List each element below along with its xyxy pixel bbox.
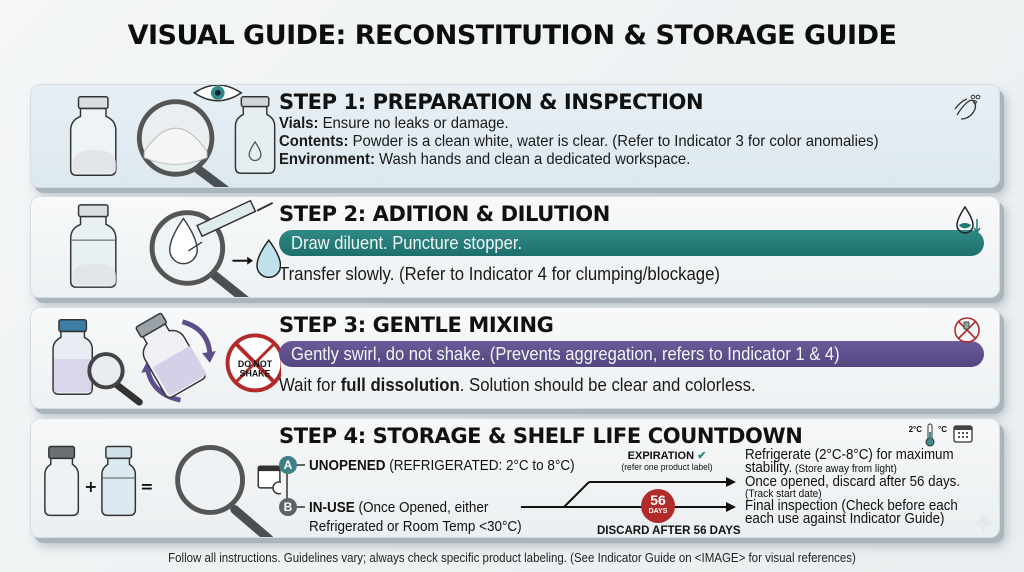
magnifier-icon bbox=[175, 445, 274, 537]
thermometer-icon bbox=[925, 423, 935, 447]
syringe-icon bbox=[188, 199, 274, 252]
days-number: 56 bbox=[650, 492, 666, 508]
branch-a-marker: A bbox=[279, 456, 297, 474]
step-1-contents-line: Contents: Powder is a clean white, water… bbox=[279, 133, 936, 151]
label: UNOPENED bbox=[309, 457, 386, 474]
svg-text:=: = bbox=[140, 477, 153, 496]
step-3-illustration: DO NOT SHAKE bbox=[52, 312, 281, 406]
step-title: STEP 3: GENTLE MIXING bbox=[279, 313, 554, 337]
check-icon: ✔ bbox=[697, 450, 707, 462]
label: Vials: bbox=[279, 115, 319, 132]
temp-high-label: °C bbox=[938, 425, 947, 434]
note-line: each use against Indicator Guide) bbox=[745, 511, 966, 527]
tilted-vial-icon bbox=[135, 312, 207, 399]
expiration-subtext: (refer one product label) bbox=[621, 462, 713, 473]
days-badge: 56 DAYS bbox=[641, 489, 675, 523]
droplet-arrow-icon bbox=[956, 205, 981, 234]
footer-disclaimer: Follow all instructions. Guidelines vary… bbox=[168, 551, 856, 565]
svg-text:DO NOT: DO NOT bbox=[238, 359, 273, 369]
highlight-text: Gently swirl, do not shake. (Prevents ag… bbox=[291, 344, 840, 364]
no-shake-badge: DO NOT SHAKE bbox=[225, 333, 281, 393]
text: Ensure no leaks or damage. bbox=[318, 115, 509, 132]
note-text: Once opened, discard after 56 days. bbox=[745, 474, 961, 490]
branch-a-text: UNOPENED (REFRIGERATED: 2°C to 8°C) bbox=[309, 457, 575, 474]
step-4-content: STEP 4: STORAGE & SHELF LIFE COUNTDOWN bbox=[279, 423, 985, 449]
expiration-text: EXPIRATION bbox=[627, 450, 695, 462]
highlight-text: Draw diluent. Puncture stopper. bbox=[291, 233, 523, 253]
step-3-highlight: Gently swirl, do not shake. (Prevents ag… bbox=[279, 341, 984, 367]
text: Powder is a clean white, water is clear.… bbox=[348, 133, 879, 150]
note-small-text: (Track start date) bbox=[745, 488, 822, 500]
branch-b-text: IN-USE (Once Opened, either bbox=[309, 499, 488, 516]
svg-text:SHAKE: SHAKE bbox=[240, 369, 271, 379]
label: Environment: bbox=[279, 151, 375, 168]
step-4-card: + = STEP 4: STORAGE & SHELF LIFE COUNTDO… bbox=[30, 418, 1000, 538]
step-1-vials-line: Vials: Ensure no leaks or damage. bbox=[279, 115, 936, 133]
eye-icon bbox=[192, 85, 243, 102]
arrow-icon bbox=[232, 256, 254, 265]
step-3-text: Wait for full dissolution. Solution shou… bbox=[279, 375, 936, 395]
powder-vial-icon bbox=[69, 204, 117, 288]
note-text: Refrigerate (2°C-8°C) for maximum bbox=[745, 447, 954, 463]
water-vial-icon bbox=[234, 96, 276, 175]
note-text: Final inspection (Check before each bbox=[745, 498, 958, 514]
note-text: each use against Indicator Guide) bbox=[745, 511, 945, 527]
label: IN-USE bbox=[309, 499, 355, 516]
step-4-illustration: + = bbox=[44, 445, 281, 537]
plus-icon: + bbox=[84, 477, 97, 496]
note-small-text: (Store away from light) bbox=[792, 463, 897, 475]
step-title: STEP 1: PREPARATION & INSPECTION bbox=[279, 90, 704, 114]
step-2-text: Transfer slowly. (Refer to Indicator 4 f… bbox=[279, 264, 720, 284]
step-3-content: STEP 3: GENTLE MIXING Gently swirl, do n… bbox=[279, 312, 985, 395]
note-line: stability. (Store away from light) bbox=[745, 460, 966, 476]
step-2-illustration: + bbox=[69, 199, 281, 297]
note-line: (Track start date) bbox=[745, 489, 966, 500]
step-1-environment-line: Environment: Wash hands and clean a dedi… bbox=[279, 151, 936, 169]
vial-icon bbox=[44, 445, 80, 517]
step-3-card: DO NOT SHAKE STEP 3: GENTLE MIXING Gentl… bbox=[30, 307, 1000, 409]
step-1-card: STEP 1: PREPARATION & INSPECTION Vials: … bbox=[30, 84, 1000, 188]
note-line: Final inspection (Check before each bbox=[745, 498, 966, 514]
vial-icon bbox=[101, 445, 137, 517]
step-title: STEP 2: ADITION & DILUTION bbox=[279, 202, 610, 226]
storage-icons: 2°C °C bbox=[909, 423, 973, 447]
detail: (Once Opened, either bbox=[354, 499, 489, 516]
step-2-highlight: Draw diluent. Puncture stopper. bbox=[279, 230, 984, 256]
sparkle-icon bbox=[972, 512, 994, 534]
powder-vial-icon bbox=[69, 96, 117, 176]
vial-icon bbox=[52, 319, 94, 396]
branch-b-marker: B bbox=[279, 498, 297, 516]
step-2-card: + STEP 2: ADITION & DILUTION Draw diluen… bbox=[30, 196, 1000, 298]
days-unit: DAYS bbox=[648, 508, 668, 515]
discard-label: DISCARD AFTER 56 DAYS bbox=[597, 525, 741, 537]
note-line: Once opened, discard after 56 days. bbox=[745, 474, 966, 490]
note-line: Refrigerate (2°C-8°C) for maximum bbox=[745, 447, 966, 463]
equals-icon: = bbox=[140, 477, 153, 496]
note-text: stability. bbox=[745, 460, 793, 476]
step-2-content: STEP 2: ADITION & DILUTION Draw diluent.… bbox=[279, 201, 985, 284]
storage-timeline: A UNOPENED (REFRIGERATED: 2°C to 8°C) B … bbox=[279, 447, 979, 537]
hand-washing-icon bbox=[954, 94, 981, 120]
bold-text: full dissolution bbox=[340, 375, 460, 395]
step-title: STEP 4: STORAGE & SHELF LIFE COUNTDOWN bbox=[279, 424, 803, 448]
storage-notes: Refrigerate (2°C-8°C) for maximum stabil… bbox=[745, 447, 985, 527]
text: Wash hands and clean a dedicated workspa… bbox=[374, 151, 691, 168]
expiration-label: EXPIRATION ✔ (refer one product label) bbox=[607, 449, 727, 473]
detail: (REFRIGERATED: 2°C to 8°C) bbox=[385, 457, 575, 474]
text: Wait for bbox=[279, 375, 341, 395]
branch-b-text-2: Refrigerated or Room Temp <30°C) bbox=[309, 518, 522, 535]
svg-text:+: + bbox=[84, 477, 97, 496]
label: Contents: bbox=[279, 133, 349, 150]
temp-low-label: 2°C bbox=[908, 425, 923, 434]
step-1-illustration bbox=[69, 85, 276, 187]
text: . Solution should be clear and colorless… bbox=[459, 375, 756, 395]
droplet-icon bbox=[256, 238, 281, 279]
calendar-clock-icon bbox=[257, 465, 281, 495]
page-title: VISUAL GUIDE: RECONSTITUTION & STORAGE G… bbox=[127, 20, 897, 51]
step-1-content: STEP 1: PREPARATION & INSPECTION Vials: … bbox=[279, 89, 985, 169]
no-shake-icon bbox=[954, 317, 980, 343]
calendar-icon bbox=[953, 425, 973, 443]
magnifier-icon bbox=[136, 99, 230, 187]
magnifier-icon bbox=[87, 352, 143, 406]
